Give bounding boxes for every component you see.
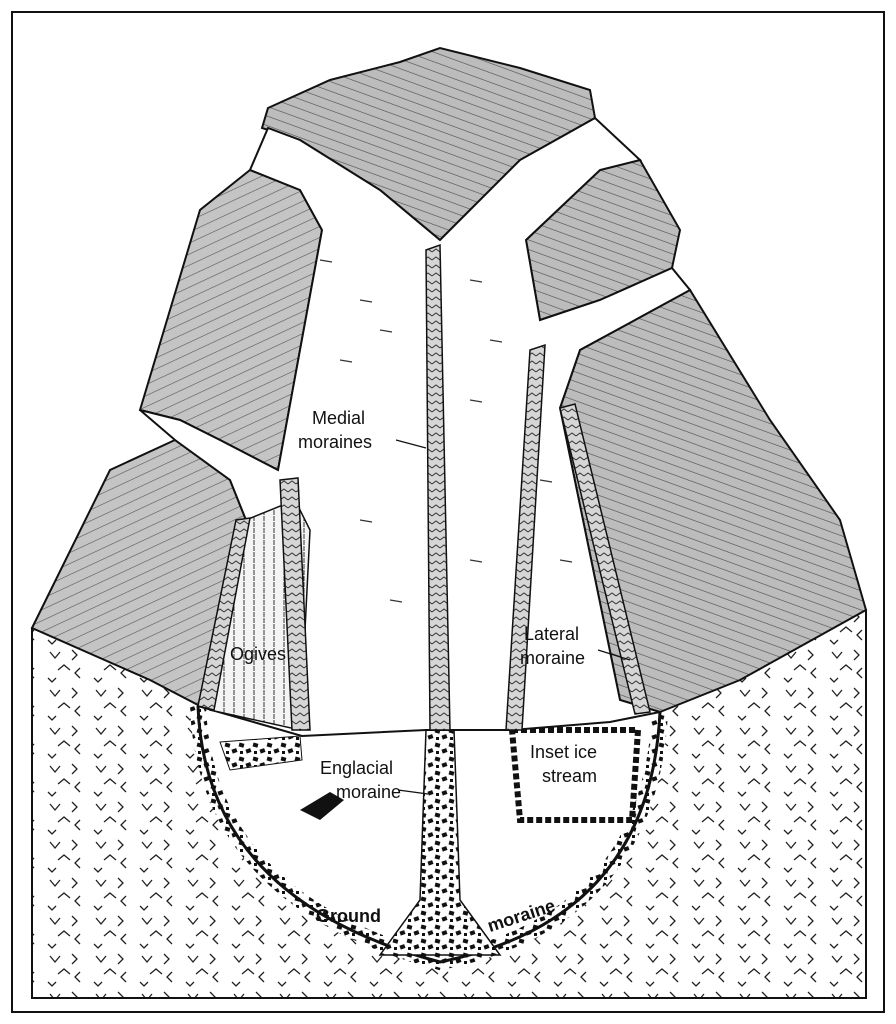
label-englacial-1: Englacial — [320, 758, 393, 778]
label-inset-2: stream — [542, 766, 597, 786]
label-medial-2: moraines — [298, 432, 372, 452]
label-englacial-2: moraine — [336, 782, 401, 802]
label-inset-1: Inset ice — [530, 742, 597, 762]
label-ogives: Ogives — [230, 644, 286, 664]
label-lateral-1: Lateral — [524, 624, 579, 644]
label-lateral-2: moraine — [520, 648, 585, 668]
label-medial-1: Medial — [312, 408, 365, 428]
label-ground: Ground — [316, 906, 381, 926]
